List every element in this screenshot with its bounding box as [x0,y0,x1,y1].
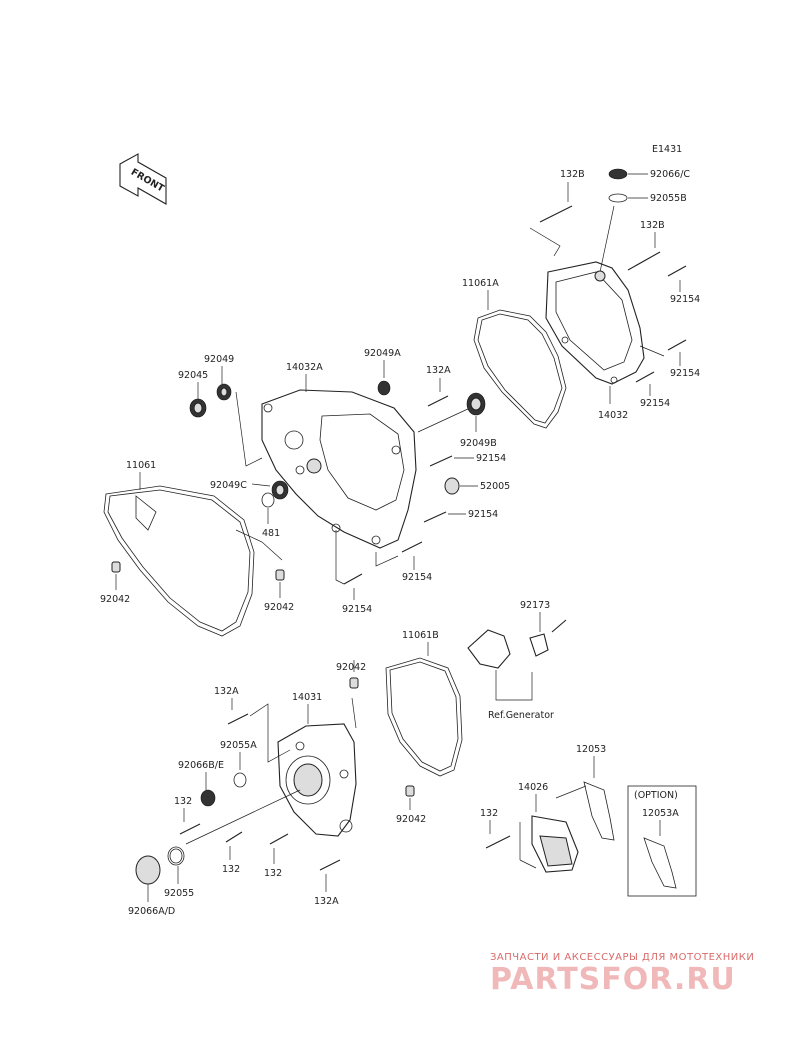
label-14032: 14032 [598,410,628,421]
label-481: 481 [262,528,280,539]
gasket-11061b [385,657,463,777]
cover-14031-group: 11061B 92173 Ref.Generator 92042 92042 1… [128,600,567,917]
label-12053a: 12053A [642,808,679,819]
label-132b-top: 132B [560,169,585,180]
dowel-92042-a [111,561,121,573]
label-11061b: 11061B [402,630,439,641]
bracket-12053a [643,837,677,889]
guard-group: 12053 14026 132 (OPTION) 12053A [480,744,697,897]
label-132a-bot: 132A [314,896,339,907]
label-11061: 11061 [126,460,156,471]
label-92154-g: 92154 [342,604,372,615]
oring-92055 [167,846,185,866]
watermark-tagline: ЗАПЧАСТИ И АКСЕССУАРЫ ДЛЯ МОТОТЕХНИКИ [490,952,755,963]
label-92042-c: 92042 [336,662,366,673]
label-132b-mid: 132B [640,220,665,231]
label-132-c: 132 [264,868,282,879]
label-92066be: 92066B/E [178,760,224,771]
label-92173: 92173 [520,600,550,611]
option-box [627,785,697,897]
label-132a-mid: 132A [214,686,239,697]
label-92049a: 92049A [364,348,401,359]
label-132-d: 132 [480,808,498,819]
label-92042-b: 92042 [264,602,294,613]
label-132a-top: 132A [426,365,451,376]
option-label: (OPTION) [634,790,678,801]
bearing-92049a [377,380,391,396]
label-92045: 92045 [178,370,208,381]
dowel-92042-d [405,785,415,797]
label-14032a: 14032A [286,362,323,373]
watermark-brand: PARTSFOR.RU [490,962,736,997]
oil-cap-92066c [608,168,628,180]
magneto-cover-14032 [545,261,645,385]
label-11061a: 11061A [462,278,499,289]
label-52005: 52005 [480,481,510,492]
label-92049c: 92049C [210,480,247,491]
oring-92055b [608,193,628,203]
label-92154-e: 92154 [468,509,498,520]
label-92042-d: 92042 [396,814,426,825]
cap-92066ad [135,855,161,885]
label-92042-a: 92042 [100,594,130,605]
pickup-coil [467,629,511,669]
label-12053: 12053 [576,744,606,755]
label-92055b: 92055B [650,193,687,204]
label-92066c: 92066/C [650,169,690,180]
label-92154-f: 92154 [402,572,432,583]
gasket-11061-group: 11061 92042 92042 [100,460,294,637]
label-92055a: 92055A [220,740,257,751]
label-14031: 14031 [292,692,322,703]
dowel-92042-c [349,677,359,689]
front-label: FRONT [129,167,166,195]
label-132-b: 132 [222,864,240,875]
cap-52005 [444,477,460,495]
cap-92066be [200,789,216,807]
cover-14032a-group: 92049 92045 14032A 92049A 132A 9204 [178,348,510,615]
generator-cover-14031 [277,723,357,837]
label-132-a: 132 [174,796,192,807]
gasket-11061 [103,485,255,637]
label-92055: 92055 [164,888,194,899]
label-92049: 92049 [204,354,234,365]
label-92154-b: 92154 [670,368,700,379]
dowel-92042-b [275,569,285,581]
cover-14032-group: 92066/C 92055B 132B 132B 11061A 92154 92… [462,168,700,429]
label-92154-a: 92154 [670,294,700,305]
label-14026: 14026 [518,782,548,793]
gasket-11061a [473,309,567,429]
front-direction-arrow: FRONT [119,153,167,205]
sprocket-cover-14026 [531,815,579,873]
label-92049b: 92049B [460,438,497,449]
label-92066ad: 92066A/D [128,906,175,917]
label-92154-c: 92154 [640,398,670,409]
ref-generator-label: Ref.Generator [488,710,554,721]
oring-92055a [233,772,247,788]
clutch-cover-14032a [261,389,417,549]
label-92154-d: 92154 [476,453,506,464]
circlip-481 [261,492,275,508]
diagram-code: E1431 [652,144,682,155]
bracket-12053 [583,781,615,841]
